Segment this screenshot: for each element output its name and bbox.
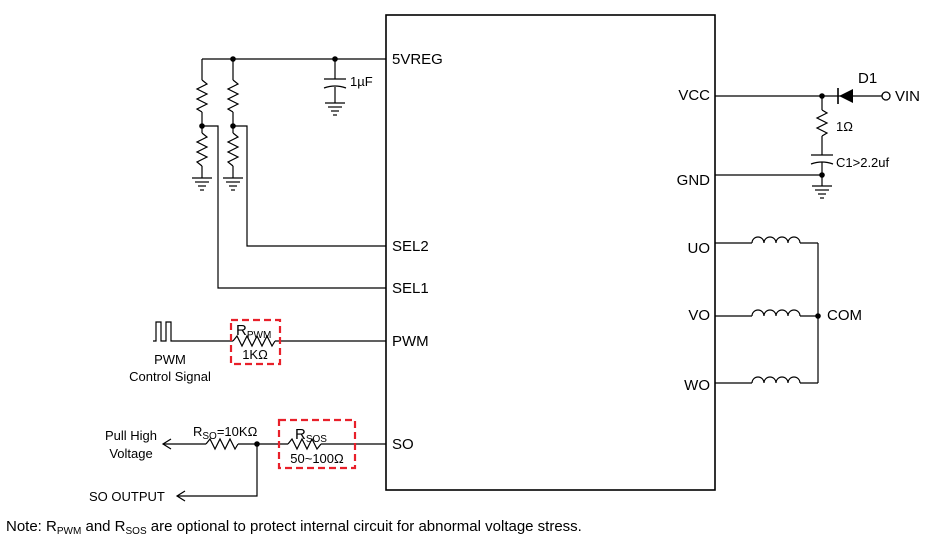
pin-5vreg: 5VREG	[392, 51, 443, 68]
rpwm-highlight-box	[229, 318, 282, 366]
pin-gnd: GND	[677, 172, 711, 189]
pwm-input	[153, 318, 386, 366]
rsos-value: 50~100Ω	[290, 451, 344, 466]
pull-high-label: Pull High	[105, 428, 157, 443]
c1-label: C1>2.2uf	[836, 155, 890, 170]
vin-label: VIN	[895, 88, 920, 105]
cap-1uf-label: 1µF	[350, 74, 373, 89]
rpwm-value: 1KΩ	[242, 347, 268, 362]
note-text: Note: RPWM and RSOS are optional to prot…	[6, 518, 582, 537]
com-label: COM	[827, 307, 862, 324]
rsos-highlight-box	[277, 418, 357, 470]
pin-sel2: SEL2	[392, 238, 429, 255]
vreg-network	[192, 56, 386, 289]
rso-label: RSO=10KΩ	[193, 424, 258, 442]
pin-vo: VO	[688, 307, 710, 324]
voltage-label: Voltage	[109, 446, 152, 461]
pin-sel1: SEL1	[392, 280, 429, 297]
pin-pwm: PWM	[392, 333, 429, 350]
pwm-signal-label: PWM	[154, 352, 186, 367]
pin-so: SO	[392, 436, 414, 453]
control-signal-label: Control Signal	[129, 369, 211, 384]
motor-coils	[715, 236, 821, 384]
vcc-network	[715, 88, 891, 199]
diode-d1-label: D1	[858, 70, 877, 87]
r-1ohm-label: 1Ω	[836, 119, 853, 134]
pin-uo: UO	[688, 240, 711, 257]
ic-body	[385, 14, 716, 491]
pin-wo: WO	[684, 377, 710, 394]
so-output-label: SO OUTPUT	[89, 489, 165, 504]
rsos-label: RSOS	[295, 426, 327, 445]
rpwm-label: RPWM	[236, 322, 271, 341]
so-network	[161, 418, 386, 502]
pin-vcc: VCC	[678, 87, 710, 104]
